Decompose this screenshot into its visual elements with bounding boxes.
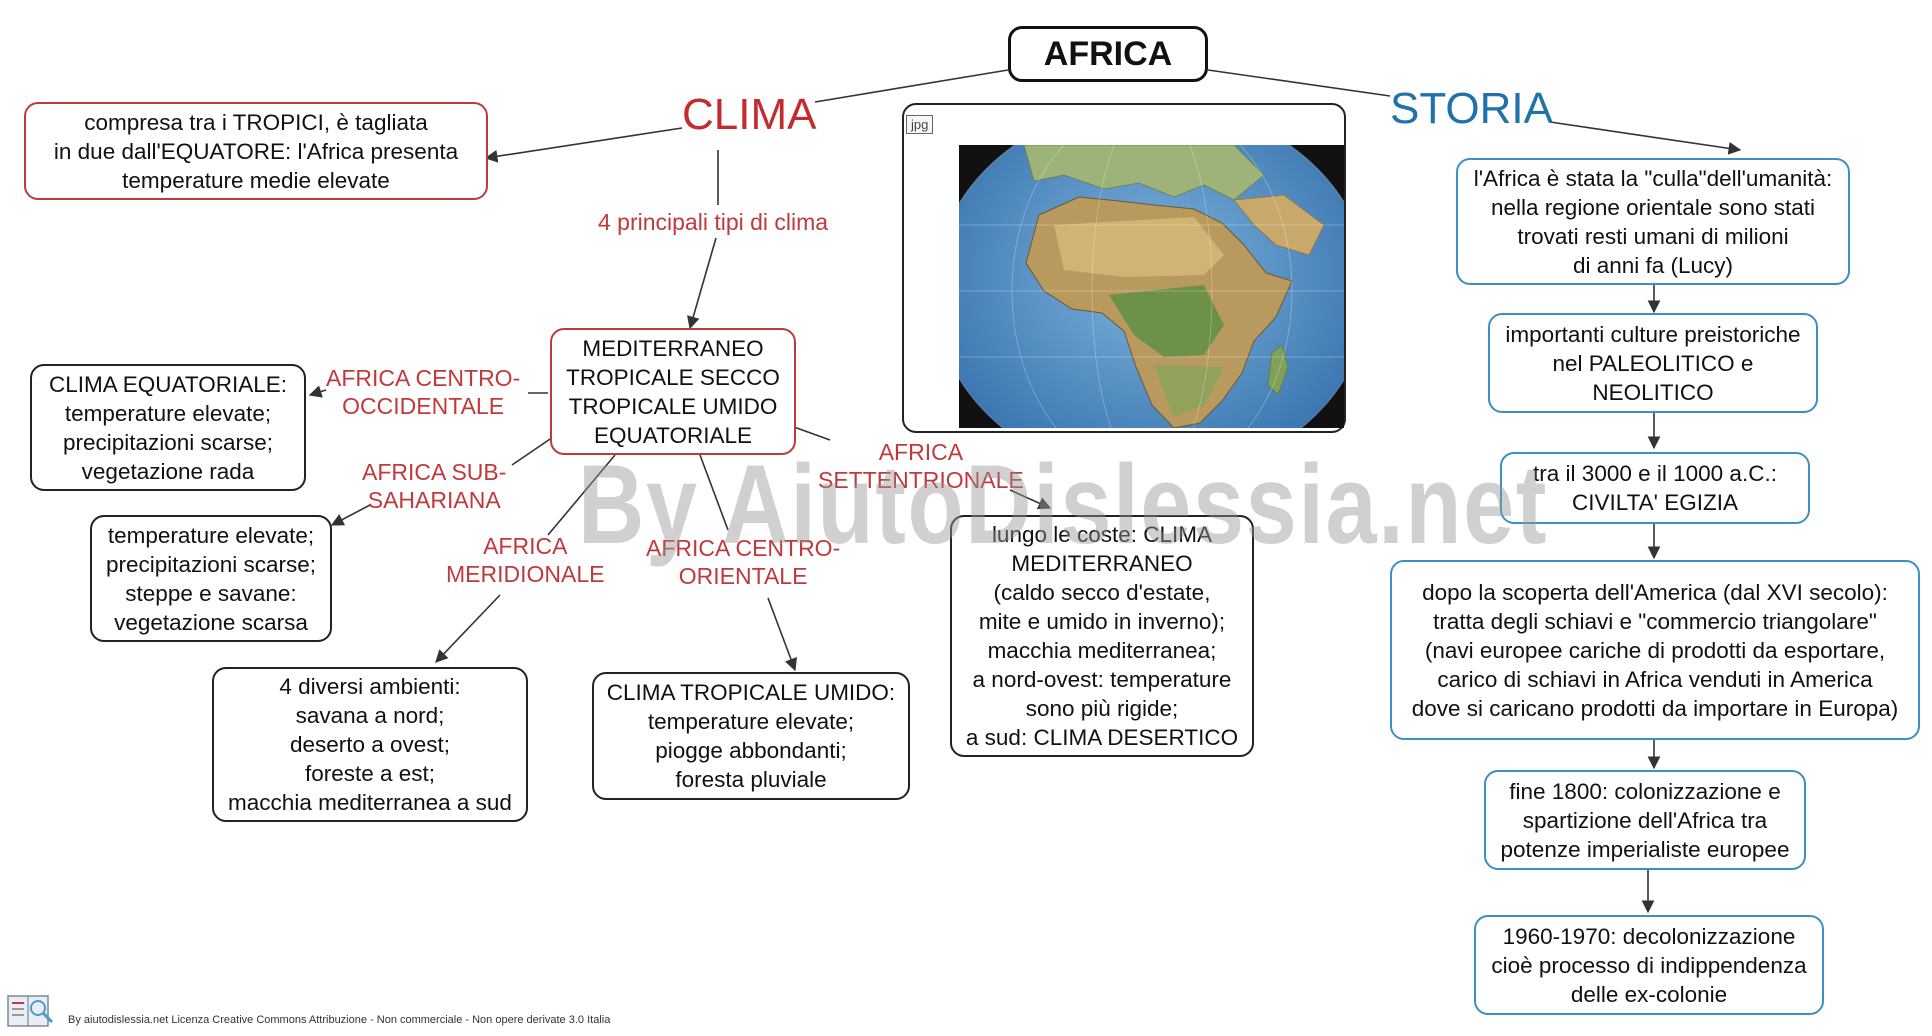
link-types-settentrionale [793,426,831,441]
text-line: cioè processo di indippendenza [1491,952,1807,978]
text-line: potenze imperialiste europee [1500,836,1790,862]
storia-egizia-node: tra il 3000 e il 1000 a.C.: CIVILTA' EGI… [1500,452,1810,524]
text-line: EQUATORIALE [594,422,752,448]
link-clima-intro [484,127,683,163]
text-line: macchia mediterranea; [987,638,1217,663]
tropicale-umido-node: CLIMA TROPICALE UMIDO: temperature eleva… [592,672,910,800]
text-line: MEDITERRANEO [1011,551,1193,576]
text-line: dove si caricano prodotti da importare i… [1411,695,1899,721]
text-line: temperature elevate; [647,709,855,734]
text-line: nella regione orientale sono stati [1491,194,1815,220]
text-line: vegetazione scarsa [114,609,308,635]
text-line: steppe e savane: [125,580,297,606]
text-line: di anni fa (Lucy) [1572,252,1734,278]
text-line: carico di schiavi in Africa venduti in A… [1437,666,1873,692]
text-line: spartizione dell'Africa tra [1522,807,1768,833]
africa-map-card [902,103,1346,433]
equatoriale-node: CLIMA EQUATORIALE: temperature elevate; … [30,364,306,491]
text-line: dopo la scoperta dell'America (dal XVI s… [1422,579,1888,605]
text-line: MEDITERRANEO [582,335,764,361]
sub-sahariana-node: temperature elevate; precipitazioni scar… [90,515,332,642]
storia-colonizzazione-node: fine 1800: colonizzazione e spartizione … [1484,770,1806,870]
link-centro-orientale-box [767,597,797,672]
text-line: importanti culture preistoriche [1505,321,1801,347]
label-centro-occidentale: AFRICA CENTRO- OCCIDENTALE [326,365,521,419]
text-line: foreste a est; [304,761,436,786]
link-sub-sahariana-box [330,504,371,526]
clima-intro-node: compresa tra i TROPICI, è tagliata in du… [24,102,488,200]
storia-schiavi-node: dopo la scoperta dell'America (dal XVI s… [1390,560,1920,740]
branch-storia: STORIA [1390,84,1554,133]
text-line: sono più rigide; [1025,696,1179,721]
text-line: lungo le coste: CLIMA [991,522,1213,547]
text-line: TROPICALE UMIDO [568,393,778,419]
text-line: NEOLITICO [1592,379,1714,405]
storia-preistoria-node: importanti culture preistoriche nel PALE… [1488,313,1818,413]
link-root-storia [1207,69,1391,97]
text-line: l'Africa è stata la "culla"dell'umanità: [1473,165,1833,191]
text-line: vegetazione rada [81,458,255,484]
text-line: nel PALEOLITICO e [1552,350,1754,376]
text-line: temperature elevate; [107,522,315,548]
clima-types-node: MEDITERRANEO TROPICALE SECCO TROPICALE U… [550,328,796,455]
link-label-types [687,237,717,330]
meridionale-node: 4 diversi ambienti: savana a nord; deser… [212,667,528,822]
text-line: mite e umido in inverno); [978,609,1226,634]
text-line: (navi europee cariche di prodotti da esp… [1424,637,1886,663]
settentrionale-node: lungo le coste: CLIMA MEDITERRANEO (cald… [950,515,1254,757]
label-meridionale: AFRICA MERIDIONALE [446,533,605,587]
link-types-meridionale [547,454,616,536]
text-line: macchia mediterranea a sud [228,790,512,815]
link-settentrionale-box [1009,489,1052,510]
link-centro-occidentale-box [308,385,327,398]
image-type-tag: jpg [906,115,934,134]
text-line: delle ex-colonie [1570,981,1728,1007]
text-line: deserto a ovest; [289,732,451,757]
link-types-centro-orientale [699,454,729,531]
text-line: 1960-1970: decolonizzazione [1502,923,1796,949]
text-line: precipitazioni scarse; [105,551,317,577]
link-storia-culla [1549,121,1742,155]
license-footer: By aiutodislessia.net Licenza Creative C… [68,1014,611,1026]
storia-decolonizzazione-node: 1960-1970: decolonizzazione cioè process… [1474,915,1824,1015]
label-centro-orientale: AFRICA CENTRO- ORIENTALE [646,535,841,589]
text-line: CLIMA TROPICALE UMIDO: [606,680,896,705]
text-line: TROPICALE SECCO [566,364,780,390]
text-line: tra il 3000 e il 1000 a.C.: [1533,461,1777,486]
text-line: temperature elevate; [64,400,272,426]
text-line: (caldo secco d'estate, [993,580,1211,605]
text-line: foresta pluviale [675,767,827,792]
link-label-tipi-clima: 4 principali tipi di clima [598,209,829,235]
text-line: piogge abbondanti; [655,738,847,763]
text-line: temperature medie elevate [122,167,390,193]
branch-clima: CLIMA [682,90,817,139]
label-settentrionale: AFRICA SETTENTRIONALE [818,439,1024,493]
book-logo-icon [7,995,54,1027]
text-line: a sud: CLIMA DESERTICO [965,725,1239,750]
text-line: trovati resti umani di milioni [1517,223,1789,249]
text-line: tratta degli schiavi e "commercio triang… [1433,608,1877,634]
root-node: AFRICA [1008,26,1208,82]
text-line: in due dall'EQUATORE: l'Africa presenta [53,138,459,164]
link-types-sub-sahariana [511,434,557,466]
text-line: CLIMA EQUATORIALE: [49,371,287,397]
text-line: a nord-ovest: temperature [972,667,1232,692]
text-line: precipitazioni scarse; [62,429,274,455]
link-root-clima [814,69,1009,103]
text-line: 4 diversi ambienti: [279,674,461,699]
africa-map-image [959,145,1344,428]
label-sub-sahariana: AFRICA SUB- SAHARIANA [362,459,507,513]
text-line: compresa tra i TROPICI, è tagliata [84,109,428,135]
text-line: CIVILTA' EGIZIA [1572,490,1738,515]
link-meridionale-box [435,594,501,663]
text-line: fine 1800: colonizzazione e [1509,778,1781,804]
text-line: savana a nord; [295,703,445,728]
storia-culla-node: l'Africa è stata la "culla"dell'umanità:… [1456,158,1850,285]
